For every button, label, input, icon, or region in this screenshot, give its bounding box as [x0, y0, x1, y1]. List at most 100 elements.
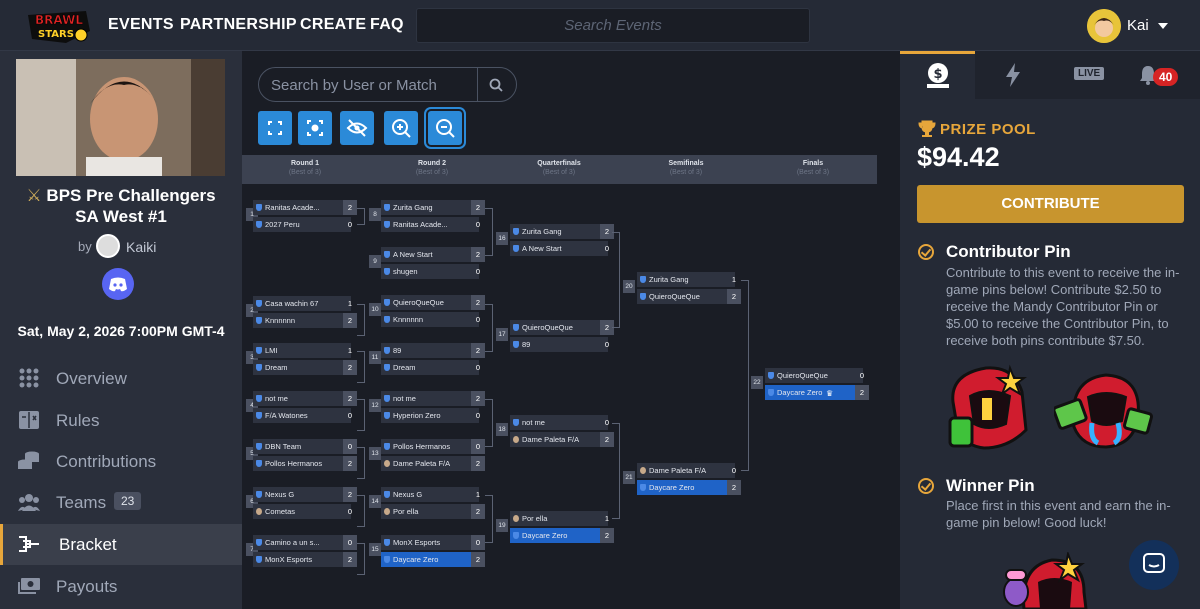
- bracket-team-slot[interactable]: not me: [253, 391, 351, 406]
- bracket-team-slot[interactable]: Knnnnnn: [253, 313, 351, 328]
- bracket-team-slot[interactable]: Zurita Gang: [510, 224, 608, 239]
- bracket-team-slot[interactable]: Daycare Zero: [637, 480, 735, 495]
- team-shield-icon: [256, 539, 262, 546]
- bracket-team-slot[interactable]: Dream: [381, 360, 479, 375]
- bracket-team-slot[interactable]: Hyperion Zero: [381, 408, 479, 423]
- bracket-team-slot[interactable]: shugen: [381, 264, 479, 279]
- bracket-team-slot[interactable]: Dream: [253, 360, 351, 375]
- team-name: Casa wachin 67: [265, 299, 319, 308]
- bracket-team-slot[interactable]: MonX Esports: [253, 552, 351, 567]
- match-score: 0: [475, 315, 481, 324]
- bracket-team-slot[interactable]: Zurita Gang: [381, 200, 479, 215]
- team-name: QuieroQueQue: [777, 371, 828, 380]
- chat-icon: [1143, 553, 1165, 573]
- team-shield-icon: [384, 316, 390, 323]
- sidebar-item-teams[interactable]: Teams 23: [0, 482, 242, 523]
- bracket-team-slot[interactable]: QuieroQueQue: [637, 289, 735, 304]
- bracket-team-slot[interactable]: not me: [381, 391, 479, 406]
- team-shield-icon: [384, 364, 390, 371]
- bracket-team-slot[interactable]: Pollos Hermanos: [253, 456, 351, 471]
- bracket-connector-r1-to-r2: [357, 399, 365, 431]
- bracket-team-slot[interactable]: MonX Esports: [381, 535, 479, 550]
- svg-text:STARS: STARS: [38, 29, 74, 40]
- team-name: Nexus G: [265, 490, 295, 499]
- team-shield-icon: [513, 228, 519, 235]
- bracket-search-input[interactable]: Search by User or Match: [258, 67, 517, 102]
- bracket-team-slot[interactable]: 89: [381, 343, 479, 358]
- sidebar-item-rules[interactable]: Rules: [0, 400, 242, 441]
- team-shield-icon: [513, 532, 519, 539]
- bracket-team-slot[interactable]: Daycare Zero: [765, 385, 863, 400]
- chat-launcher-button[interactable]: [1129, 540, 1179, 590]
- bracket-team-slot[interactable]: Ranitas Acade...: [253, 200, 351, 215]
- sidebar-item-bracket[interactable]: Bracket: [0, 524, 242, 565]
- tab-live[interactable]: LIVE: [1050, 51, 1125, 99]
- bracket-team-slot[interactable]: Ranitas Acade...: [381, 217, 479, 232]
- bracket-team-slot[interactable]: QuieroQueQue: [381, 295, 479, 310]
- nav-create[interactable]: CREATE: [300, 16, 367, 33]
- bracket-team-slot[interactable]: Camino a un s...: [253, 535, 351, 550]
- stream-preview[interactable]: [16, 59, 225, 176]
- sidebar-item-payouts[interactable]: Payouts: [0, 566, 242, 607]
- contribute-button[interactable]: CONTRIBUTE: [917, 185, 1184, 223]
- prize-pool-label: PRIZE POOL: [940, 121, 1036, 138]
- match-score: 2: [471, 504, 485, 519]
- fullscreen-button[interactable]: [258, 111, 292, 145]
- bracket-connector-qf-to-sf: [612, 232, 620, 328]
- user-name[interactable]: Kai: [1127, 17, 1149, 34]
- bracket-team-slot[interactable]: Pollos Hermanos: [381, 439, 479, 454]
- bracket-team-slot[interactable]: not me: [510, 415, 608, 430]
- bracket-team-slot[interactable]: Dame Paleta F/A: [637, 463, 735, 478]
- bracket-team-slot[interactable]: Zurita Gang: [637, 272, 735, 287]
- por-ella-icon: [384, 508, 390, 515]
- bracket-team-slot[interactable]: A New Start: [510, 241, 608, 256]
- bracket-team-slot[interactable]: Daycare Zero: [381, 552, 479, 567]
- match-number: 13: [369, 447, 381, 460]
- bracket-team-slot[interactable]: Dame Paleta F/A: [510, 432, 608, 447]
- bracket-team-slot[interactable]: QuieroQueQue: [765, 368, 863, 383]
- hide-button[interactable]: [340, 111, 374, 145]
- bracket-team-slot[interactable]: Nexus G: [381, 487, 479, 502]
- match-score: 2: [471, 391, 485, 406]
- zoom-out-button[interactable]: [428, 111, 462, 145]
- bracket-team-slot[interactable]: F/A Watones: [253, 408, 351, 423]
- organizer-name[interactable]: Kaiki: [126, 239, 157, 255]
- bracket-team-slot[interactable]: QuieroQueQue: [510, 320, 608, 335]
- bracket-team-slot[interactable]: LMI: [253, 343, 351, 358]
- tab-activity[interactable]: [975, 51, 1050, 99]
- bracket-team-slot[interactable]: Por ella: [510, 511, 608, 526]
- nav-events[interactable]: EVENTS: [108, 16, 174, 33]
- bracket-team-slot[interactable]: Por ella: [381, 504, 479, 519]
- user-menu-chevron-icon[interactable]: [1158, 23, 1168, 29]
- brawl-stars-logo[interactable]: BRAWL STARS: [26, 7, 92, 45]
- bracket-team-slot[interactable]: Knnnnnn: [381, 312, 479, 327]
- bracket-team-slot[interactable]: Casa wachin 67: [253, 296, 351, 311]
- zoom-in-button[interactable]: [384, 111, 418, 145]
- sidebar-item-overview[interactable]: Overview: [0, 358, 242, 399]
- bracket-team-slot[interactable]: 2027 Peru: [253, 217, 351, 232]
- search-icon[interactable]: [489, 78, 503, 92]
- team-name: shugen: [393, 267, 418, 276]
- fit-view-button[interactable]: [298, 111, 332, 145]
- user-avatar[interactable]: [1087, 9, 1121, 43]
- cometas-icon: [256, 508, 262, 515]
- search-events-input[interactable]: Search Events: [416, 8, 810, 43]
- sidebar-item-contributions[interactable]: Contributions: [0, 441, 242, 482]
- discord-icon[interactable]: [102, 268, 134, 300]
- organizer-avatar[interactable]: [96, 234, 120, 258]
- tab-notifications[interactable]: [1125, 51, 1200, 99]
- bracket-team-slot[interactable]: Cometas: [253, 504, 351, 519]
- team-shield-icon: [256, 412, 262, 419]
- bracket-team-slot[interactable]: Nexus G: [253, 487, 351, 502]
- bracket-team-slot[interactable]: Dame Paleta F/A: [381, 456, 479, 471]
- tab-prize[interactable]: $: [900, 51, 975, 99]
- bracket-team-slot[interactable]: A New Start: [381, 247, 479, 262]
- check-circle-icon: [918, 478, 934, 494]
- bracket-team-slot[interactable]: Daycare Zero: [510, 528, 608, 543]
- nav-faq[interactable]: FAQ: [370, 16, 404, 33]
- panel-tabs: $ LIVE: [900, 51, 1200, 99]
- bracket-team-slot[interactable]: 89: [510, 337, 608, 352]
- bracket-team-slot[interactable]: DBN Team: [253, 439, 351, 454]
- nav-partnership[interactable]: PARTNERSHIP: [180, 16, 297, 33]
- bracket-connector-r2-to-qf: [485, 399, 493, 447]
